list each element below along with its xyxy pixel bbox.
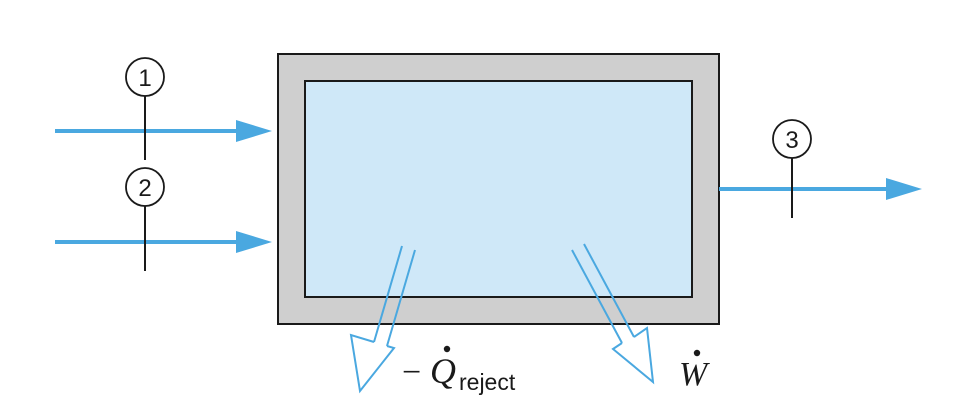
state-1-circle [125, 57, 165, 97]
work-arrow-icon [571, 243, 655, 385]
state-3-circle [772, 119, 812, 159]
heat-minus-sign: − [402, 354, 421, 391]
state-1-label: 1 [138, 65, 151, 92]
state-2-label: 2 [138, 175, 151, 202]
heat-subscript: reject [459, 369, 516, 395]
state-3-label: 3 [785, 127, 798, 154]
inlet-1-arrowhead-icon [236, 120, 272, 142]
outlet-3-arrowhead-icon [886, 178, 922, 200]
work-rate-dot [693, 349, 701, 357]
heat-reject-arrow-icon [349, 245, 416, 394]
work-label: W [679, 349, 710, 393]
heat-symbol: Q [430, 351, 456, 391]
heat-reject-label: − Q reject [402, 345, 516, 395]
outlet-stream-3: 3 [719, 119, 922, 218]
control-volume-inner-region [304, 80, 693, 298]
heat-rate-dot [443, 345, 451, 353]
inlet-stream-2: 2 [55, 167, 272, 271]
work-symbol: W [679, 356, 710, 393]
inlet-2-arrowhead-icon [236, 231, 272, 253]
inlet-stream-1: 1 [55, 57, 272, 160]
state-2-circle [125, 167, 165, 207]
